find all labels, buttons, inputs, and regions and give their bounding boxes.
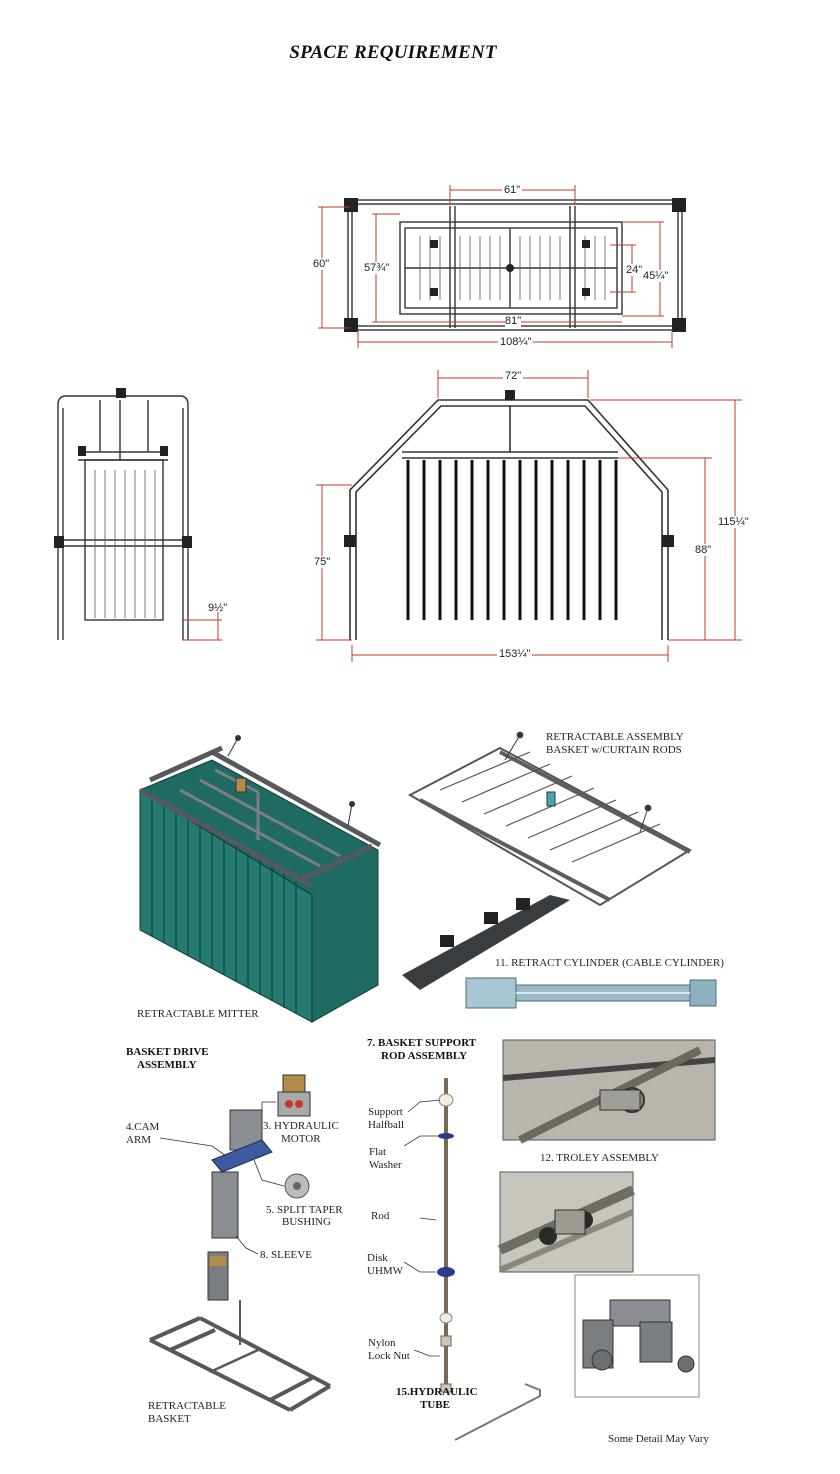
caption-basket-drive-1: BASKET DRIVE xyxy=(126,1046,209,1058)
caption-retractable-basket-2: BASKET xyxy=(148,1413,191,1425)
caption-basket-drive-2: ASSEMBLY xyxy=(137,1059,197,1071)
dim-61: 61" xyxy=(502,184,523,196)
caption-cam-arm-2: ARM xyxy=(126,1134,152,1146)
caption-rod: Rod xyxy=(371,1210,390,1222)
dim-81: 81" xyxy=(505,315,522,327)
dim-153: 153¼" xyxy=(497,648,533,660)
basket-frame-illustration xyxy=(149,1300,332,1412)
caption-cam-arm-1: 4.CAM xyxy=(126,1121,160,1133)
dim-75: 75" xyxy=(314,556,331,568)
caption-nylon-1: Nylon xyxy=(368,1337,396,1349)
retract-cylinder-illustration xyxy=(465,977,717,1009)
hydraulic-tube-illustration xyxy=(454,1383,541,1441)
caption-sleeve: 8. SLEEVE xyxy=(260,1249,312,1261)
retractable-basket-illustration xyxy=(407,731,693,907)
caption-support-halfball-2: Halfball xyxy=(368,1119,405,1131)
dim-24: 24" xyxy=(626,264,643,276)
caption-retractable-basket-1: RETRACTABLE xyxy=(148,1400,226,1412)
footer-note: Some Detail May Vary xyxy=(608,1433,709,1445)
caption-support-halfball-1: Support xyxy=(368,1106,403,1118)
caption-hydraulic-motor-1: 3. HYDRAULIC xyxy=(263,1120,339,1132)
dim-45: 45¼" xyxy=(643,270,669,282)
caption-retract-cylinder: 11. RETRACT CYLINDER (CABLE CYLINDER) xyxy=(495,957,724,969)
trolley-render xyxy=(574,1274,700,1398)
dim-72: 72" xyxy=(503,370,524,382)
caption-split-taper-2: BUSHING xyxy=(282,1216,331,1228)
dim-108: 108¼" xyxy=(498,336,534,348)
caption-hydraulic-tube-1: 15.HYDRAULIC xyxy=(396,1386,478,1398)
retractable-mitter-illustration xyxy=(138,735,382,1023)
caption-disk-2: UHMW xyxy=(367,1265,404,1277)
trolley-photo-1 xyxy=(502,1039,716,1144)
support-rod-illustration xyxy=(437,1078,455,1393)
caption-basket-support-1: 7. BASKET SUPPORT xyxy=(367,1037,477,1049)
trolley-photo-2 xyxy=(497,1171,636,1273)
caption-trolley: 12. TROLEY ASSEMBLY xyxy=(540,1152,659,1164)
caption-split-taper-1: 5. SPLIT TAPER xyxy=(266,1204,343,1216)
caption-hydraulic-tube-2: TUBE xyxy=(420,1399,450,1411)
dim-88: 88" xyxy=(695,544,712,556)
caption-retract-assembly-2: BASKET w/CURTAIN RODS xyxy=(546,744,682,756)
caption-flat-washer-1: Flat xyxy=(369,1146,387,1158)
dim-side-9: 9½" xyxy=(208,602,228,614)
caption-hydraulic-motor-2: MOTOR xyxy=(281,1133,321,1145)
basket-drive-illustration xyxy=(207,1074,311,1301)
caption-retract-assembly-1: RETRACTABLE ASSEMBLY xyxy=(546,731,684,743)
dim-115: 115¼" xyxy=(718,516,749,528)
page-title: SPACE REQUIREMENT xyxy=(289,42,497,63)
caption-nylon-2: Lock Nut xyxy=(368,1350,410,1362)
rail-closeup-illustration xyxy=(402,895,570,990)
caption-disk-1: Disk xyxy=(367,1252,388,1264)
caption-retractable-mitter: RETRACTABLE MITTER xyxy=(137,1008,259,1020)
dim-60: 60" xyxy=(313,258,330,270)
caption-basket-support-2: ROD ASSEMBLY xyxy=(381,1050,468,1062)
dim-57: 57¾" xyxy=(364,262,390,274)
caption-flat-washer-2: Washer xyxy=(369,1159,402,1171)
